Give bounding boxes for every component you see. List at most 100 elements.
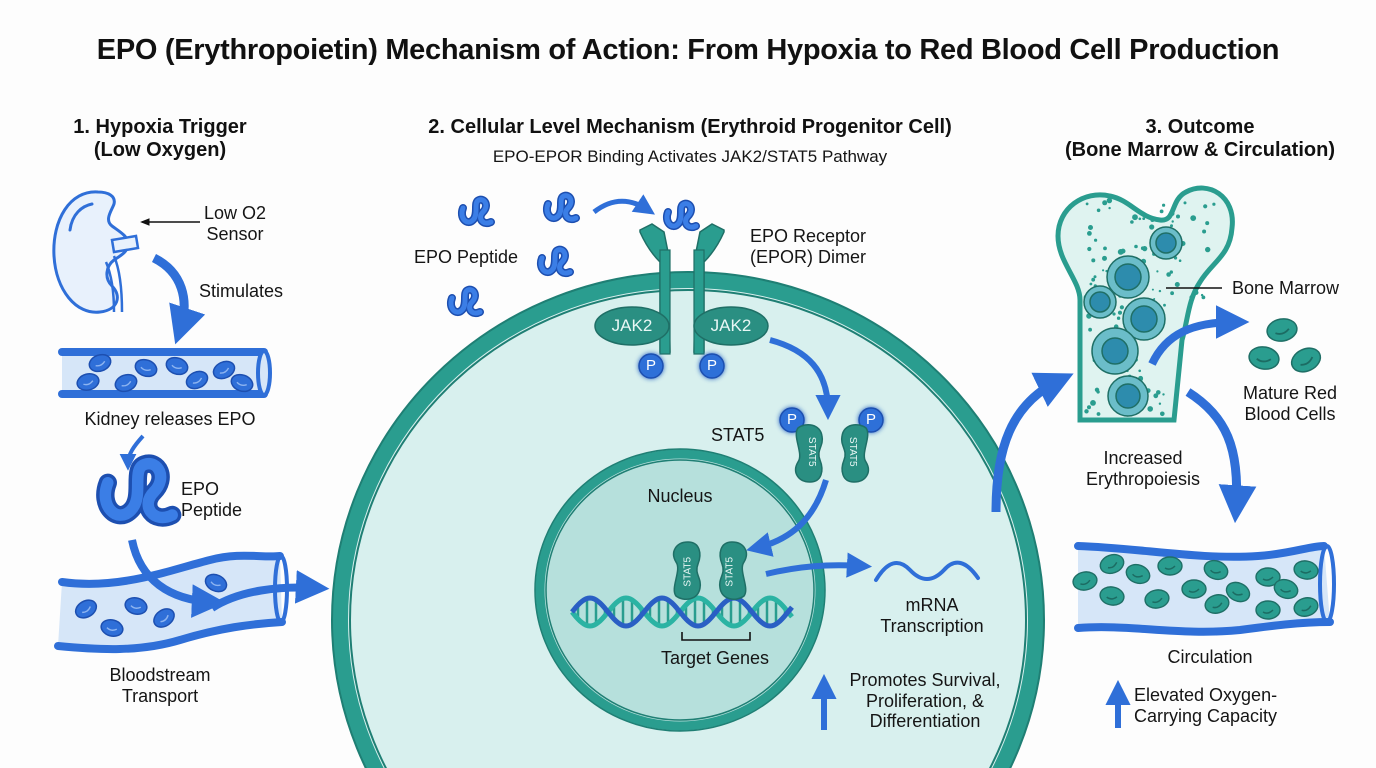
stat5-translocation-arrow <box>746 479 829 557</box>
marrow-speckle <box>1117 310 1123 315</box>
marrow-speckle <box>1102 269 1105 272</box>
epo-peptide-label-cellular: EPO Peptide <box>414 247 519 267</box>
mature-rbc-icon <box>1246 315 1326 378</box>
binding-arrow <box>592 194 655 215</box>
epo-peptide-icon <box>667 204 696 227</box>
marrow-speckle <box>1160 411 1165 417</box>
increased-erythropoiesis-label: Increased Erythropoiesis <box>1085 448 1201 489</box>
marrow-speckle <box>1138 369 1141 373</box>
kidney-releases-epo-label: Kidney releases EPO <box>84 409 256 429</box>
marrow-speckle <box>1205 246 1211 253</box>
marrow-speckle <box>1158 289 1162 293</box>
jak2-left-label: JAK2 <box>611 316 653 335</box>
marrow-speckle <box>1088 225 1093 230</box>
stat5-monomer-label: STAT5 <box>805 436 817 467</box>
section2-subheading: EPO-EPOR Binding Activates JAK2/STAT5 Pa… <box>492 147 888 166</box>
marrow-speckle <box>1094 238 1098 242</box>
bloodstream-vessel-icon <box>54 551 289 654</box>
epo-peptide-icon <box>105 464 172 518</box>
elevated-oxygen-label: Elevated Oxygen- Carrying Capacity <box>1134 685 1278 726</box>
jak2-right <box>693 306 769 346</box>
marrow-speckle <box>1169 211 1175 216</box>
marrow-speckle <box>1203 204 1208 209</box>
marrow-speckle <box>1102 200 1108 206</box>
marrow-speckle <box>1166 272 1171 277</box>
nucleus-label: Nucleus <box>647 486 713 506</box>
phospho-label: P <box>786 411 797 428</box>
marrow-speckle <box>1103 246 1107 251</box>
promotes-survival-label: Promotes Survival, Proliferation, & Diff… <box>849 670 1001 732</box>
marrow-speckle <box>1153 393 1159 399</box>
stat5-monomer-label: STAT5 <box>682 556 694 587</box>
phospho-label: P <box>645 357 656 374</box>
marrow-speckle <box>1158 402 1162 405</box>
marrow-speckle <box>1150 218 1155 222</box>
section3-heading: 3. Outcome (Bone Marrow & Circulation) <box>1064 116 1335 161</box>
release-arrow <box>119 434 145 471</box>
marrow-speckle <box>1084 409 1089 414</box>
peptide-entry-arrow <box>128 539 226 618</box>
circulation-label: Circulation <box>1167 647 1253 667</box>
marrow-speckle <box>1091 258 1096 263</box>
stimulates-arrow <box>151 253 206 345</box>
bone-icon <box>1055 185 1235 423</box>
marrow-speckle <box>1116 316 1121 320</box>
marrow-speckle <box>1200 293 1204 297</box>
stat5-monomer-label: STAT5 <box>846 436 858 467</box>
marrow-speckle <box>1193 290 1199 295</box>
marrow-speckle <box>1170 224 1173 228</box>
marrow-speckle <box>1202 229 1207 234</box>
marrow-speckle <box>1189 295 1195 300</box>
marrow-speckle <box>1134 244 1138 249</box>
marrow-speckle <box>1163 303 1166 307</box>
jak2-to-stat5-arrow <box>769 337 841 421</box>
dna-strand <box>570 595 794 629</box>
marrow-speckle <box>1134 216 1137 219</box>
low-o2-sensor-label: Low O2 Sensor <box>203 203 267 244</box>
marrow-speckle <box>1091 277 1096 282</box>
mrna-transcription-label: mRNA Transcription <box>880 595 984 636</box>
marrow-speckle <box>1089 282 1093 286</box>
marrow-speckle <box>1090 400 1096 406</box>
marrow-speckle <box>1130 220 1134 224</box>
marrow-speckle <box>1142 217 1146 221</box>
marrow-speckle <box>1096 412 1101 416</box>
marrow-speckle <box>1112 312 1116 316</box>
epo-receptor-label: EPO Receptor (EPOR) Dimer <box>750 226 867 267</box>
section1-heading: 1. Hypoxia Trigger (Low Oxygen) <box>73 116 247 161</box>
marrow-speckle <box>1085 202 1089 206</box>
marrow-speckle <box>1149 224 1155 230</box>
diagram-title: EPO (Erythropoietin) Mechanism of Action… <box>96 34 1280 66</box>
jak2-right-label: JAK2 <box>710 316 752 335</box>
marrow-speckle <box>1151 288 1154 291</box>
maturation-arrow <box>1148 305 1250 366</box>
stat5-label: STAT5 <box>711 425 765 445</box>
marrow-speckle <box>1128 204 1133 209</box>
marrow-speckle <box>1178 259 1182 263</box>
marrow-speckle <box>1093 275 1097 279</box>
marrow-speckle <box>1164 217 1167 220</box>
kidney-icon <box>52 190 140 314</box>
target-genes-label: Target Genes <box>660 648 770 668</box>
marrow-speckle <box>1201 295 1206 300</box>
epo-peptide-label: EPO Peptide <box>181 479 243 520</box>
marrow-speckle <box>1119 305 1124 310</box>
marrow-speckle <box>1106 197 1113 204</box>
transport-arrow <box>209 570 330 612</box>
marrow-speckle <box>1156 390 1161 395</box>
phospho-icon <box>638 353 884 433</box>
marrow-speckle <box>1174 282 1180 287</box>
stimulates-label: Stimulates <box>198 281 284 301</box>
marrow-speckle <box>1088 327 1092 332</box>
bone-marrow-label: Bone Marrow <box>1232 278 1340 298</box>
target-genes-bracket <box>681 632 751 641</box>
marrow-speckle <box>1138 217 1142 221</box>
marrow-speckle <box>1159 209 1164 214</box>
marrow-speckle <box>1117 249 1124 255</box>
bloodstream-transport-label: Bloodstream Transport <box>109 665 211 706</box>
marrow-speckle <box>1087 405 1091 410</box>
circulation-vessel-icon <box>1070 542 1336 636</box>
mrna-icon <box>874 560 980 582</box>
